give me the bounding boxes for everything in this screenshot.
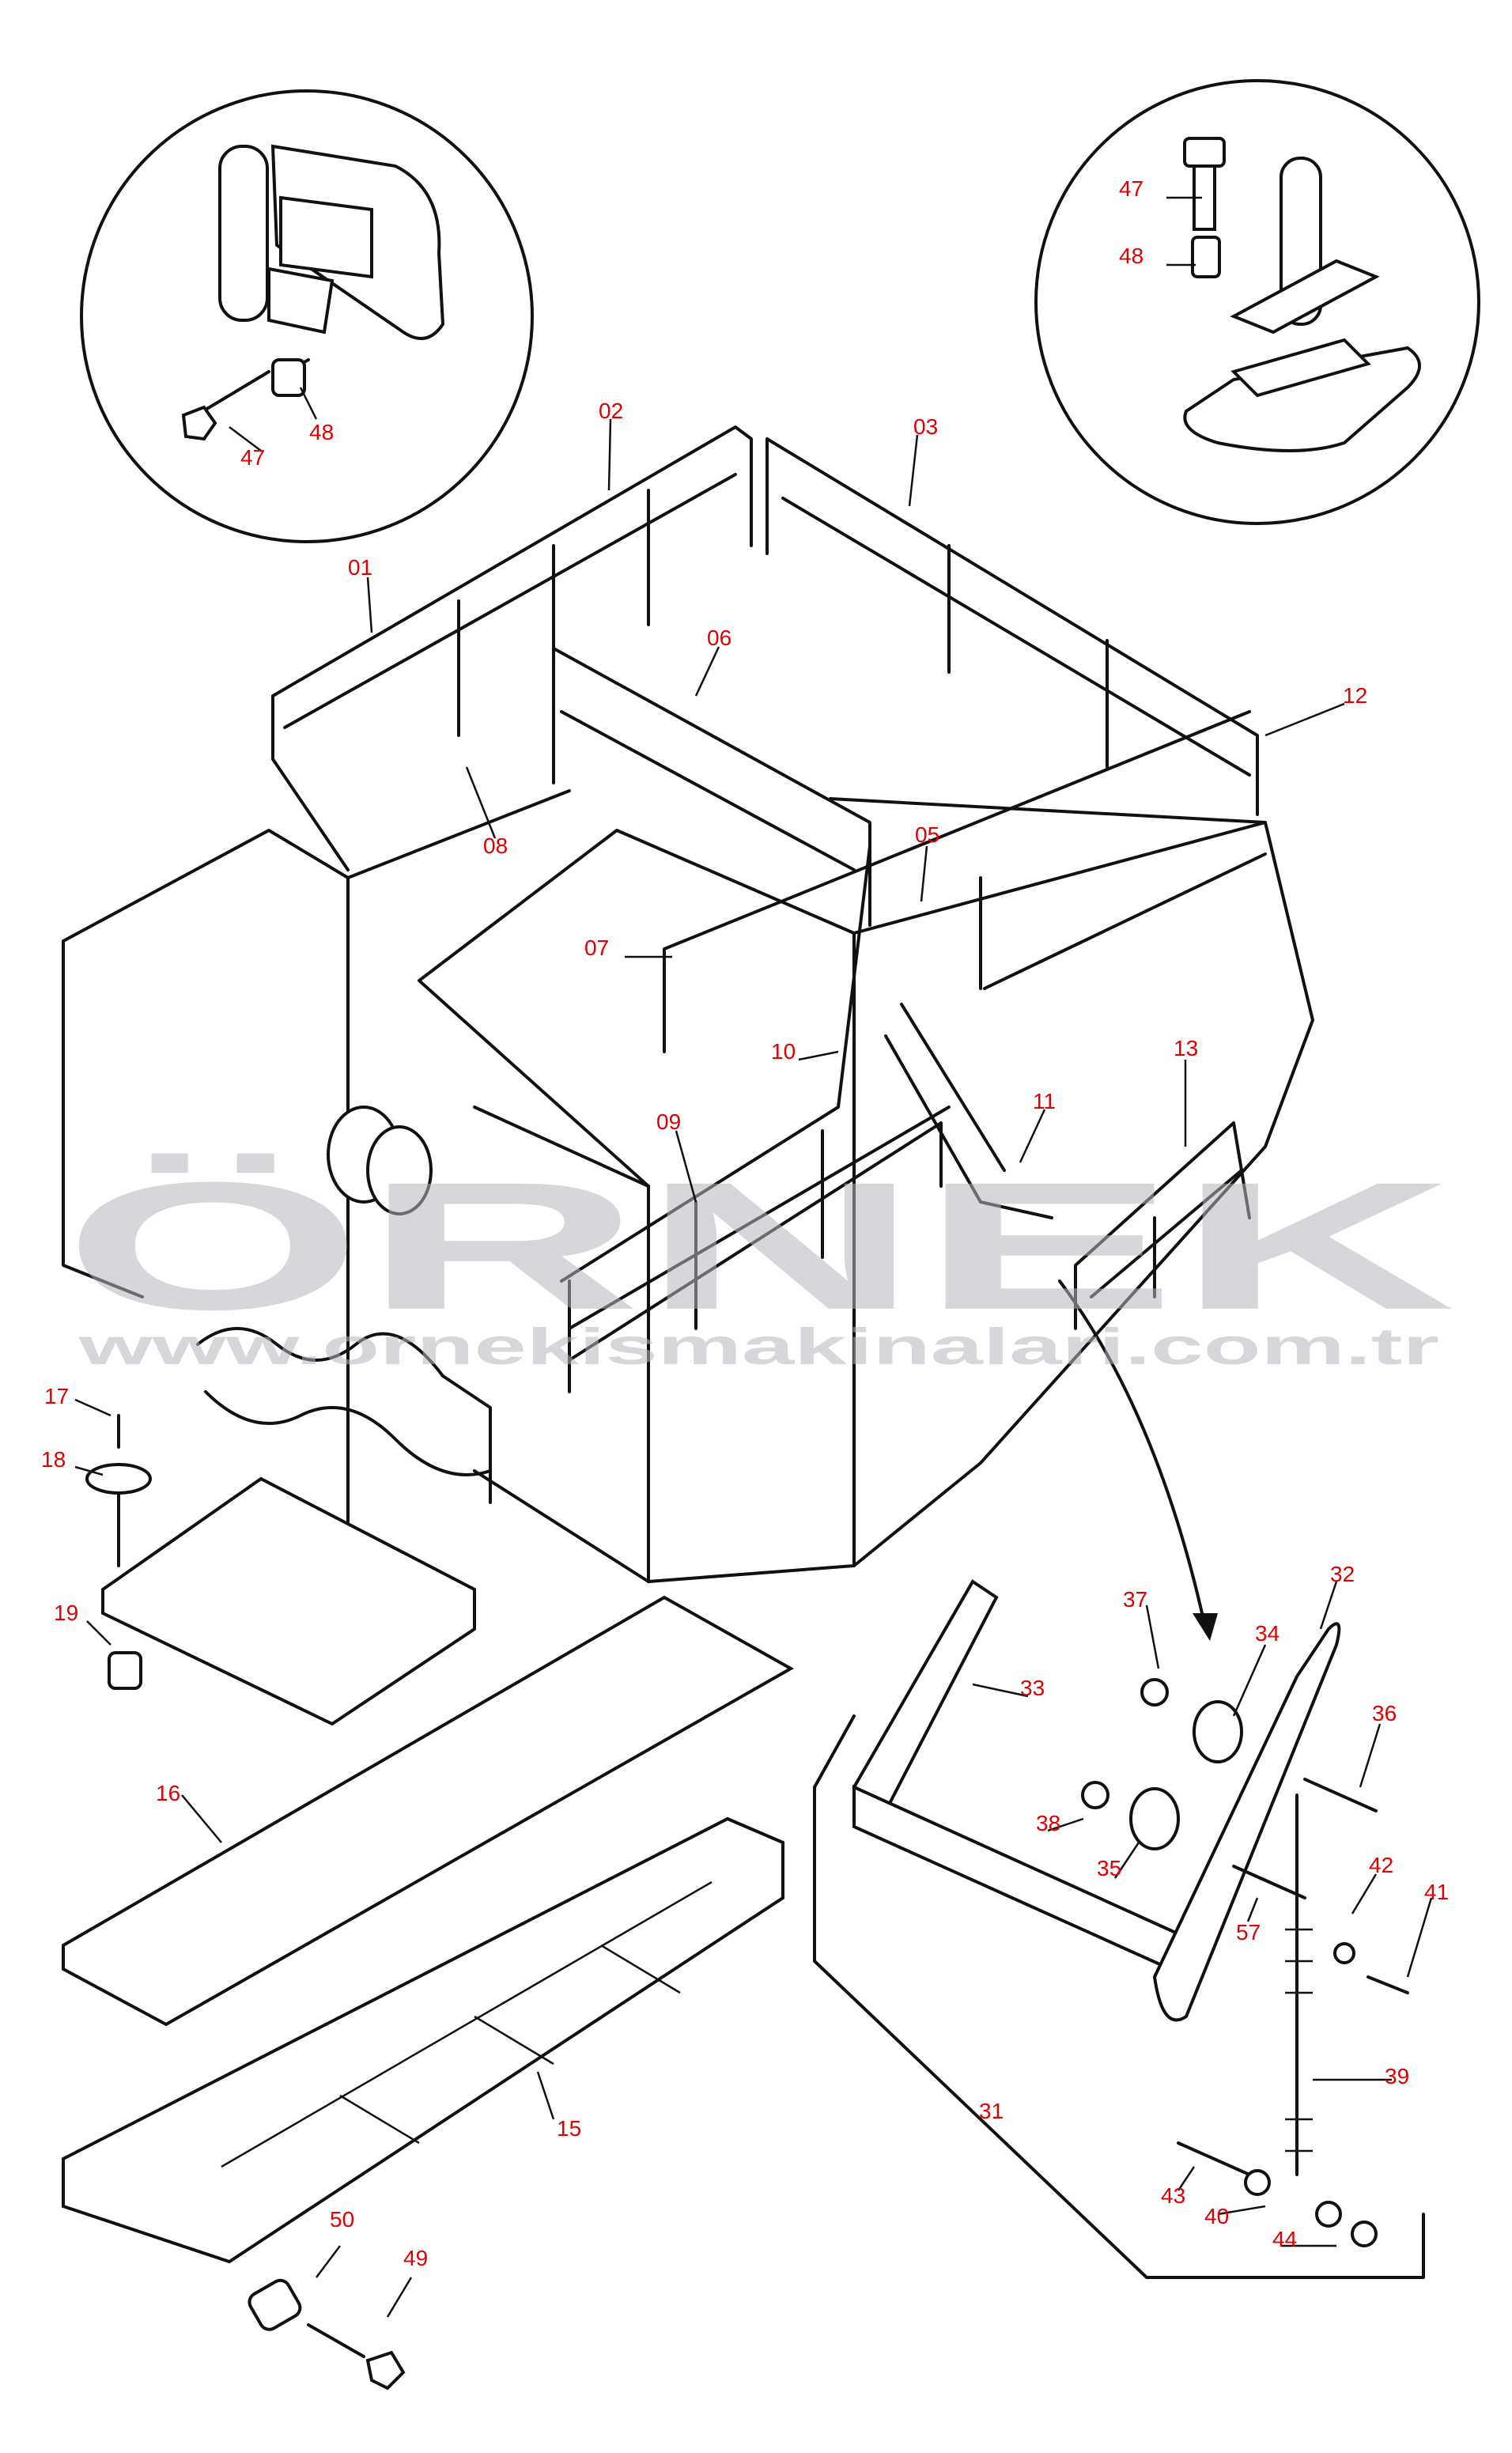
watermark: ÖRNEK www.ornekismakinalari.com.tr bbox=[63, 1144, 1455, 1375]
callout-32: 32 bbox=[1330, 1562, 1355, 1586]
callout-17: 17 bbox=[44, 1384, 69, 1408]
callout-09: 09 bbox=[656, 1109, 681, 1134]
callout-19: 19 bbox=[54, 1601, 78, 1625]
callout-43: 43 bbox=[1161, 2183, 1185, 2208]
callout-12: 12 bbox=[1343, 683, 1367, 708]
callout-42: 42 bbox=[1369, 1853, 1393, 1877]
callout-16: 16 bbox=[156, 1781, 180, 1805]
callout-36: 36 bbox=[1372, 1701, 1397, 1725]
callout-11: 11 bbox=[1033, 1089, 1056, 1113]
callout-01: 01 bbox=[348, 555, 372, 580]
callout-35: 35 bbox=[1097, 1856, 1121, 1880]
callout-57: 57 bbox=[1236, 1920, 1261, 1945]
callout-18: 18 bbox=[41, 1447, 66, 1472]
step-parts bbox=[62, 1414, 795, 2391]
callout-47-right: 47 bbox=[1119, 176, 1143, 201]
callout-15: 15 bbox=[557, 2116, 581, 2141]
callout-41: 41 bbox=[1424, 1880, 1449, 1904]
callout-06: 06 bbox=[707, 626, 731, 650]
callout-49: 49 bbox=[403, 2246, 428, 2270]
callout-40: 40 bbox=[1204, 2204, 1229, 2228]
callout-07: 07 bbox=[584, 935, 609, 960]
watermark-url: www.ornekismakinalari.com.tr bbox=[77, 1317, 1439, 1375]
callout-44: 44 bbox=[1272, 2227, 1297, 2251]
callout-13: 13 bbox=[1174, 1036, 1198, 1060]
callout-02: 02 bbox=[599, 399, 623, 423]
callout-37: 37 bbox=[1123, 1587, 1147, 1612]
ladder-assembly bbox=[813, 1579, 1425, 2279]
callout-48-right: 48 bbox=[1119, 244, 1143, 268]
callout-38: 38 bbox=[1036, 1811, 1060, 1835]
callout-03: 03 bbox=[913, 414, 938, 439]
callout-10: 10 bbox=[771, 1039, 796, 1064]
handrails bbox=[271, 425, 1267, 1641]
callout-47-left: 47 bbox=[240, 445, 265, 470]
callout-05: 05 bbox=[915, 822, 939, 847]
callout-48-left: 48 bbox=[309, 420, 334, 444]
watermark-brand: ÖRNEK bbox=[63, 1144, 1455, 1347]
detail-view-left bbox=[80, 89, 534, 543]
detail-view-right bbox=[1034, 79, 1480, 525]
callout-08: 08 bbox=[483, 833, 508, 858]
callout-50: 50 bbox=[330, 2207, 354, 2232]
callout-34: 34 bbox=[1255, 1621, 1280, 1646]
callout-33: 33 bbox=[1020, 1676, 1045, 1700]
callout-31: 31 bbox=[979, 2099, 1004, 2123]
callout-39: 39 bbox=[1385, 2064, 1409, 2088]
callout-labels: 01 02 03 06 08 12 05 07 10 11 13 09 47 4… bbox=[41, 176, 1449, 2270]
machine-body bbox=[62, 789, 1314, 1599]
leader-lines bbox=[74, 196, 1433, 2318]
